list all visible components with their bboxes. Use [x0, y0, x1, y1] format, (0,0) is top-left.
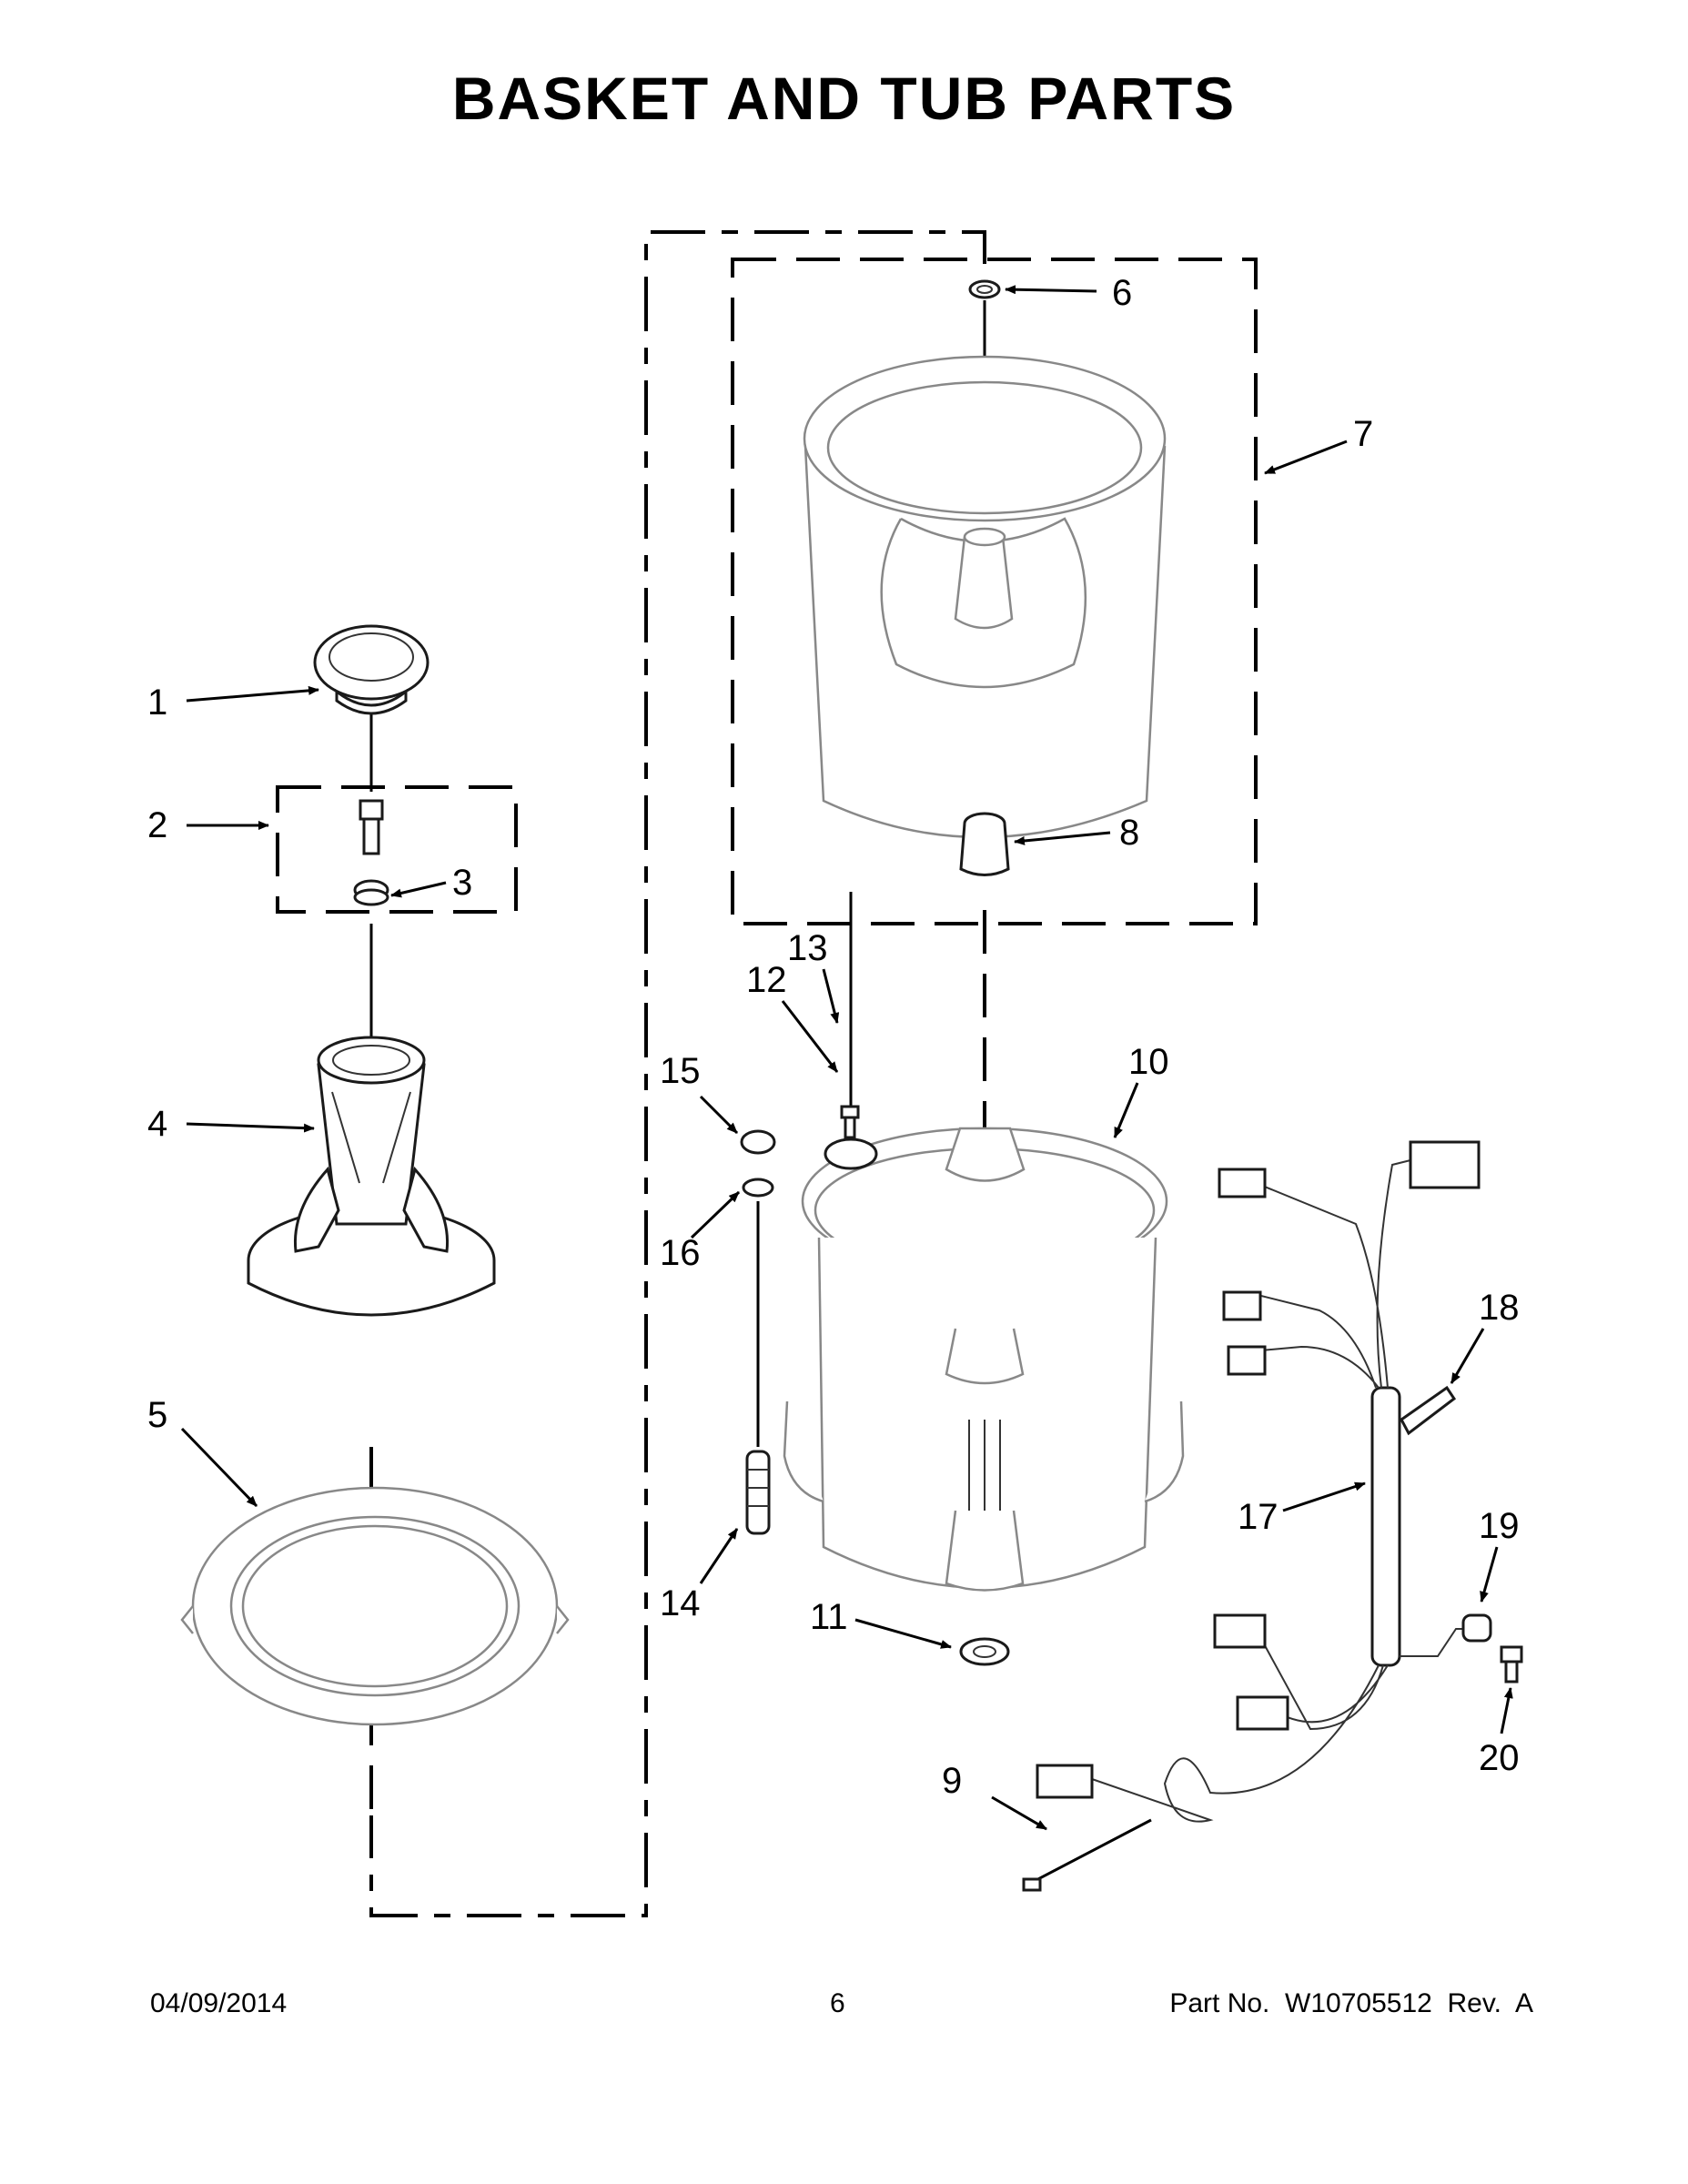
- part-9-tub-clip: [1022, 1818, 1152, 1892]
- callout-2: 2: [147, 805, 167, 845]
- part-7-basket: [803, 355, 1167, 839]
- callout-18: 18: [1479, 1288, 1520, 1328]
- footer-date: 04/09/2014: [150, 1988, 288, 2018]
- part-2-bolt: [359, 799, 384, 855]
- callout-13: 13: [787, 928, 828, 968]
- part-18-wire-sleeve: [1400, 1385, 1457, 1436]
- callout-10: 10: [1128, 1042, 1169, 1082]
- callout-3: 3: [452, 863, 472, 903]
- callout-6: 6: [1112, 273, 1132, 313]
- part-4-agitator: [247, 1036, 496, 1317]
- callout-17: 17: [1238, 1497, 1279, 1537]
- assembly-boundary: [369, 230, 986, 1917]
- callout-15: 15: [660, 1051, 701, 1091]
- callout-12: 12: [746, 960, 787, 1000]
- footer-part-number: Part No. W10705512 Rev. A: [1169, 1988, 1533, 2018]
- part-10-outer-tub: [783, 1127, 1185, 1592]
- part-11-tub-seal: [959, 1637, 1010, 1666]
- callout-19: 19: [1479, 1506, 1520, 1546]
- part-6-hub-nut: [968, 279, 1001, 299]
- part-14-suspension-spring: [745, 1450, 771, 1535]
- part-13-screw: [840, 1105, 860, 1139]
- callout-9: 9: [942, 1761, 962, 1801]
- callout-20: 20: [1479, 1738, 1520, 1778]
- part-3-washer: [353, 879, 389, 906]
- callout-16: 16: [660, 1233, 701, 1273]
- part-17-wire-harness: [1036, 1140, 1481, 1823]
- part-16-rod-washer: [742, 1178, 774, 1198]
- callout-5: 5: [147, 1395, 167, 1435]
- part-19-harness-clamp: [1400, 1613, 1492, 1657]
- callout-1: 1: [147, 682, 167, 723]
- callout-14: 14: [660, 1583, 701, 1623]
- page-title: BASKET AND TUB PARTS: [451, 65, 1237, 132]
- part-20-clamp-screw: [1500, 1645, 1523, 1684]
- part-12-bracket: [824, 1138, 878, 1170]
- callout-4: 4: [147, 1104, 167, 1144]
- callout-11: 11: [810, 1597, 848, 1637]
- basket-group-box: [731, 258, 1258, 925]
- bolt-group-box: [276, 785, 518, 914]
- part-15-rod-cap: [740, 1129, 776, 1155]
- part-1-agitator-cap: [313, 624, 430, 715]
- part-5-balance-ring: [180, 1486, 570, 1726]
- callout-8: 8: [1119, 813, 1139, 853]
- part-8-drive-hub: [959, 812, 1010, 876]
- callout-7: 7: [1353, 414, 1373, 454]
- footer-page-number: 6: [830, 1988, 845, 2018]
